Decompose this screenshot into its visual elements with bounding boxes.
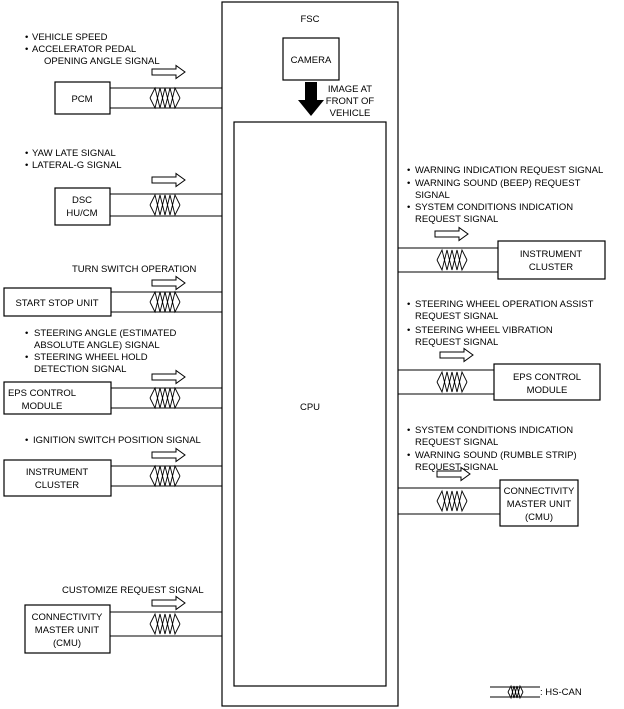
module-label-pcm: PCM <box>71 94 92 105</box>
signal-system-conditions-r: SYSTEM CONDITIONS INDICATION <box>415 425 573 436</box>
cpu-label: CPU <box>300 402 320 413</box>
bullet: • <box>407 425 410 436</box>
bullet: • <box>25 32 28 43</box>
module-box-eps <box>3 381 112 415</box>
module-label-dsc-1: DSC <box>72 195 92 206</box>
cpu-box <box>233 121 387 687</box>
camera-label: CAMERA <box>291 55 332 66</box>
module-label-ric-2: CLUSTER <box>529 262 573 273</box>
module-label-reps-1: EPS CONTROL <box>513 372 581 383</box>
signal-rumble-strip: WARNING SOUND (RUMBLE STRIP) <box>415 450 577 461</box>
module-label-cmu-1: CONNECTIVITY <box>32 612 103 623</box>
signal-accelerator-pedal: ACCELERATOR PEDAL <box>32 44 136 55</box>
bullet: • <box>25 435 28 446</box>
image-label-line-3: VEHICLE <box>330 108 371 119</box>
signal-direction-arrow <box>151 173 186 187</box>
signal-system-conditions-r-cont: REQUEST SIGNAL <box>415 437 498 448</box>
signal-direction-arrow <box>151 370 186 384</box>
bullet: • <box>25 44 28 55</box>
bullet: • <box>407 299 410 310</box>
signal-steering-hold: STEERING WHEEL HOLD <box>34 352 148 363</box>
signal-steering-angle-cont: ABSOLUTE ANGLE) SIGNAL <box>34 340 160 351</box>
bullet: • <box>25 148 28 159</box>
fsc-title: FSC <box>301 14 320 25</box>
left-connection-dsc: • YAW LATE SIGNAL • LATERAL-G SIGNAL DSC… <box>25 148 222 226</box>
signal-accelerator-pedal-cont: OPENING ANGLE SIGNAL <box>44 56 160 67</box>
left-connection-start-stop: TURN SWITCH OPERATION START STOP UNIT <box>3 264 222 317</box>
signal-direction-arrow <box>151 596 186 610</box>
bullet: • <box>407 202 410 213</box>
module-box-pcm <box>54 81 111 115</box>
camera-box <box>282 37 340 81</box>
signal-steering-hold-cont: DETECTION SIGNAL <box>34 364 126 375</box>
signal-vehicle-speed: VEHICLE SPEED <box>32 32 108 43</box>
image-label-line-1: IMAGE AT <box>328 84 372 95</box>
module-label-cmu-3: (CMU) <box>53 638 81 649</box>
legend-label: : HS-CAN <box>540 687 582 698</box>
module-label-start-stop: START STOP UNIT <box>15 298 98 309</box>
bullet: • <box>25 160 28 171</box>
signal-warning-sound-beep: WARNING SOUND (BEEP) REQUEST <box>415 178 581 189</box>
right-connection-cmu: • SYSTEM CONDITIONS INDICATION REQUEST S… <box>398 425 579 527</box>
module-label-rcmu-3: (CMU) <box>525 512 553 523</box>
module-box-right-eps <box>493 363 601 401</box>
signal-rumble-strip-cont: REQUEST SIGNAL <box>415 462 498 473</box>
right-connection-instrument-cluster: • WARNING INDICATION REQUEST SIGNAL • WA… <box>398 165 606 280</box>
left-connection-cmu: CUSTOMIZE REQUEST SIGNAL CONNECTIVITY MA… <box>24 585 222 654</box>
signal-system-conditions-cont: REQUEST SIGNAL <box>415 214 498 225</box>
signal-steering-angle: STEERING ANGLE (ESTIMATED <box>34 328 176 339</box>
image-label-line-2: FRONT OF <box>326 96 375 107</box>
module-label-reps-2: MODULE <box>527 385 568 396</box>
signal-lateral-g: LATERAL-G SIGNAL <box>32 160 122 171</box>
signal-steering-vibration: STEERING WHEEL VIBRATION <box>415 325 553 336</box>
signal-warning-indication: WARNING INDICATION REQUEST SIGNAL <box>415 165 603 176</box>
module-label-ic-2: CLUSTER <box>35 480 79 491</box>
module-label-eps-1: EPS CONTROL <box>8 388 76 399</box>
module-label-rcmu-2: MASTER UNIT <box>507 499 572 510</box>
signal-direction-arrow <box>434 227 469 241</box>
bullet: • <box>407 178 410 189</box>
module-box-right-cmu <box>499 479 579 527</box>
module-box-dsc <box>54 187 111 226</box>
module-label-ic-1: INSTRUMENT <box>26 467 88 478</box>
bullet: • <box>407 165 410 176</box>
image-down-arrow <box>298 82 324 116</box>
right-connection-eps: • STEERING WHEEL OPERATION ASSIST REQUES… <box>398 299 601 401</box>
module-label-eps-2: MODULE <box>22 401 63 412</box>
module-label-rcmu-1: CONNECTIVITY <box>504 486 575 497</box>
signal-direction-arrow <box>151 448 186 462</box>
left-connection-pcm: VEHICLE SPEED ACCELERATOR PEDAL OPENING … <box>25 32 222 115</box>
signal-turn-switch: TURN SWITCH OPERATION <box>72 264 197 275</box>
bullet: • <box>407 325 410 336</box>
signal-system-conditions: SYSTEM CONDITIONS INDICATION <box>415 202 573 213</box>
bullet: • <box>407 450 410 461</box>
signal-direction-arrow <box>151 65 186 79</box>
signal-steering-assist-cont: REQUEST SIGNAL <box>415 311 498 322</box>
module-label-dsc-2: HU/CM <box>66 208 97 219</box>
signal-direction-arrow <box>151 276 186 290</box>
signal-steering-assist: STEERING WHEEL OPERATION ASSIST <box>415 299 594 310</box>
module-box-right-instrument-cluster <box>497 240 606 280</box>
module-label-cmu-2: MASTER UNIT <box>35 625 100 636</box>
legend-hs-can: : HS-CAN <box>490 684 582 700</box>
signal-customize-request: CUSTOMIZE REQUEST SIGNAL <box>62 585 204 596</box>
signal-warning-sound-beep-cont: SIGNAL <box>415 190 450 201</box>
module-box-instrument-cluster <box>3 459 112 497</box>
module-label-ric-1: INSTRUMENT <box>520 249 582 260</box>
module-box-start-stop <box>3 287 112 317</box>
left-connection-instrument-cluster: • IGNITION SWITCH POSITION SIGNAL INSTRU… <box>3 435 222 497</box>
bullet: • <box>25 328 28 339</box>
module-box-cmu <box>24 604 111 654</box>
signal-yaw-rate: YAW LATE SIGNAL <box>32 148 116 159</box>
bullet: • <box>25 352 28 363</box>
signal-steering-vibration-cont: REQUEST SIGNAL <box>415 337 498 348</box>
left-connection-eps: • STEERING ANGLE (ESTIMATED ABSOLUTE ANG… <box>3 328 222 415</box>
signal-direction-arrow <box>439 348 474 362</box>
signal-ignition-switch: IGNITION SWITCH POSITION SIGNAL <box>33 435 201 446</box>
